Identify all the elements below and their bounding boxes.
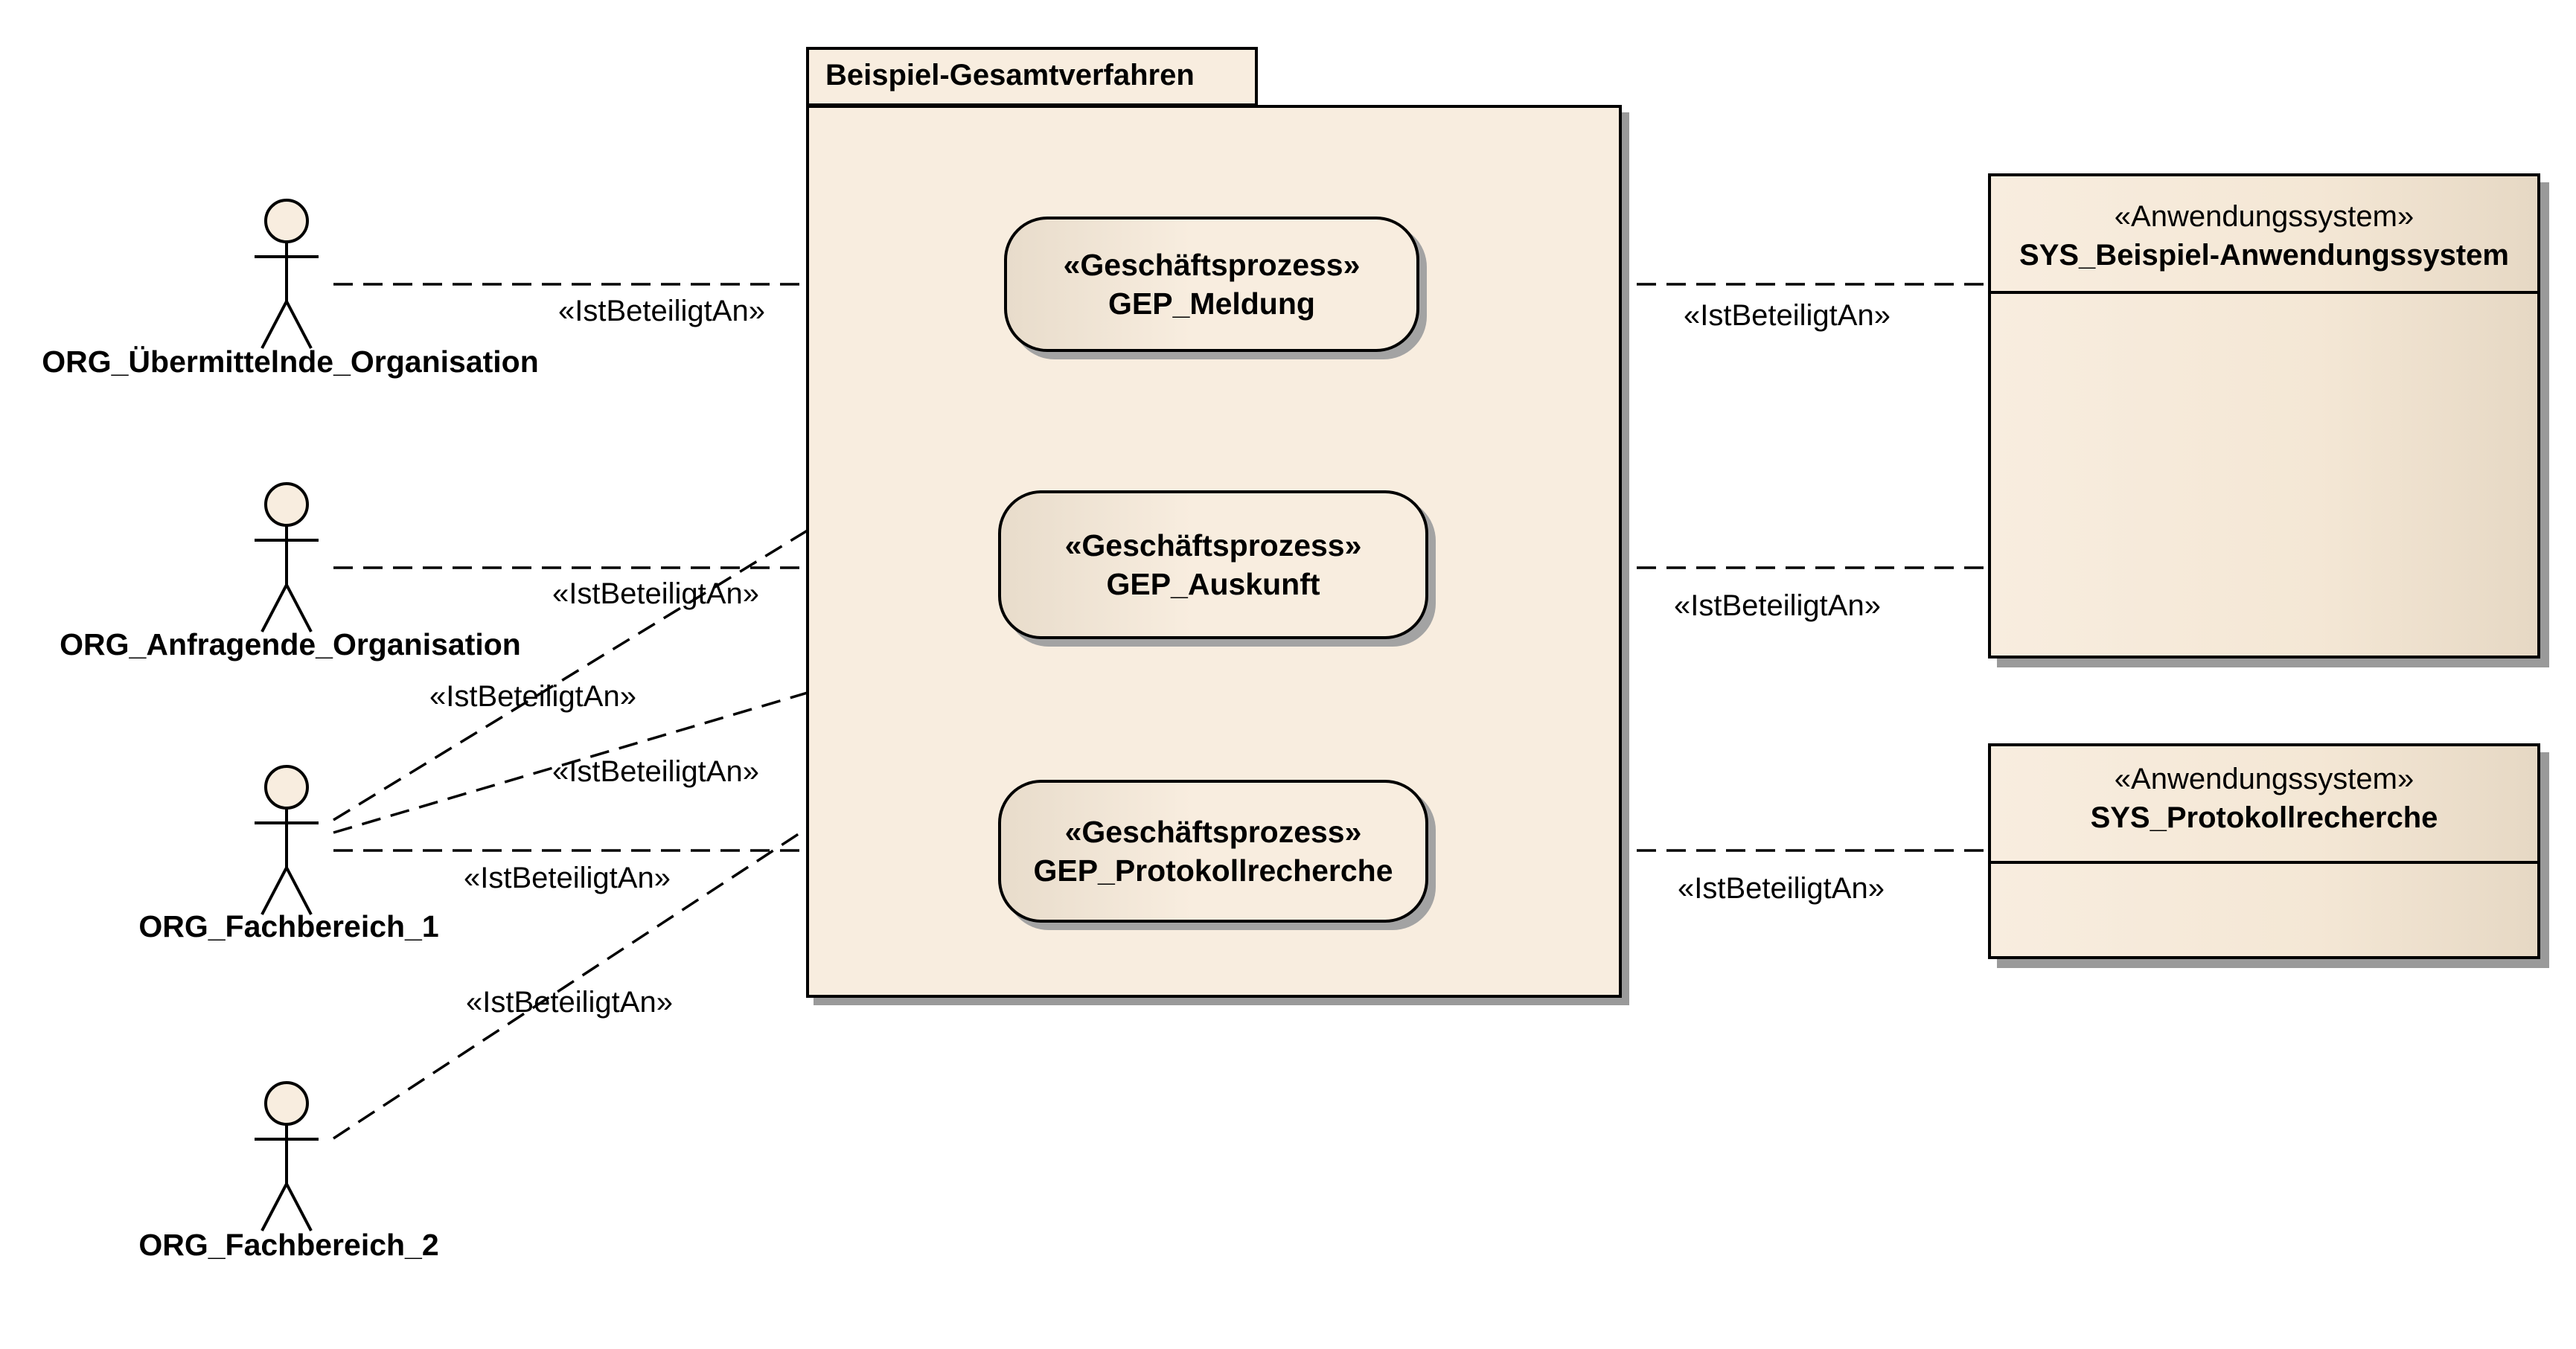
usecase-name: GEP_Auskunft [1106,567,1320,601]
actor-label-org2: ORG_Anfragende_Organisation [60,627,521,661]
actor-label-org4: ORG_Fachbereich_2 [138,1228,439,1262]
usecase-name: GEP_Meldung [1108,286,1315,321]
relation-label: «IstBeteiligtAn» [429,680,636,713]
usecase-gep-auskunft[interactable]: «Geschäftsprozess» GEP_Auskunft [998,490,1428,639]
usecase-stereotype: «Geschäftsprozess» [1064,815,1362,849]
actor-icon-org1 [255,199,319,349]
actor-icon-org3 [255,765,319,915]
actor-label-org3: ORG_Fachbereich_1 [138,909,439,943]
usecase-stereotype: «Geschäftsprozess» [1064,528,1362,563]
actor-icon-org4 [255,1081,319,1231]
system-beispiel-anwendungssystem[interactable]: «Anwendungssystem» SYS_Beispiel-Anwendun… [1988,173,2540,659]
system-stereotype: «Anwendungssystem» [2114,763,2414,795]
relation-label: «IstBeteiligtAn» [558,295,765,327]
usecase-stereotype: «Geschäftsprozess» [1063,248,1361,282]
package-name: Beispiel-Gesamtverfahren [806,47,1258,106]
relation-label: «IstBeteiligtAn» [1674,589,1881,622]
system-name: SYS_Beispiel-Anwendungssystem [2019,239,2509,272]
usecase-gep-protokollrecherche[interactable]: «Geschäftsprozess» GEP_Protokollrecherch… [998,780,1428,923]
system-stereotype: «Anwendungssystem» [2114,200,2414,233]
relation-label: «IstBeteiligtAn» [464,862,671,894]
relation-label: «IstBeteiligtAn» [466,986,673,1019]
system-protokollrecherche[interactable]: «Anwendungssystem» SYS_Protokollrecherch… [1988,743,2540,959]
relation-label: «IstBeteiligtAn» [1678,872,1885,905]
actor-icon-org2 [255,482,319,632]
actor-label-org1: ORG_Übermittelnde_Organisation [42,345,539,379]
relation-label: «IstBeteiligtAn» [552,577,759,610]
system-header: «Anwendungssystem» SYS_Protokollrecherch… [1991,746,2537,864]
system-name: SYS_Protokollrecherche [2090,801,2438,834]
system-header: «Anwendungssystem» SYS_Beispiel-Anwendun… [1991,176,2537,294]
relation-label: «IstBeteiligtAn» [1684,299,1891,332]
usecase-gep-meldung[interactable]: «Geschäftsprozess» GEP_Meldung [1004,217,1419,352]
usecase-name: GEP_Protokollrecherche [1033,853,1393,888]
relation-label: «IstBeteiligtAn» [552,755,759,788]
